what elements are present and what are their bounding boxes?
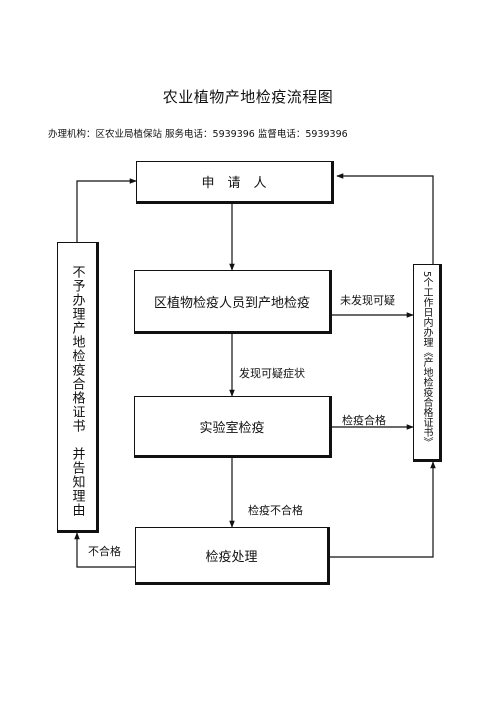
node-issue-certificate: 5个工作日内办理《产地检疫合格证书》 — [413, 264, 442, 462]
arrow-issue-to-apply — [336, 173, 434, 264]
edge-label-failed: 检疫不合格 — [248, 504, 303, 517]
node-reject: 不予办理产地检疫合格证书 并告知理由 — [57, 242, 99, 533]
arrow-reject-to-apply — [76, 178, 137, 242]
contact-info: 办理机构：区农业局植保站 服务电话：5939396 监督电话：5939396 — [48, 129, 348, 140]
node-applicant-label: 申 请 人 — [201, 176, 267, 191]
arrow-handling-to-reject — [74, 532, 135, 568]
edge-label-not-found: 未发现可疑 — [340, 294, 395, 307]
edge-label-passed: 检疫合格 — [342, 414, 386, 427]
diagram-title: 农业植物产地检疫流程图 — [162, 88, 334, 106]
node-handling: 检疫处理 — [135, 527, 330, 585]
node-field-inspection: 区植物检疫人员到产地检疫 — [134, 270, 332, 334]
arrow-handling-to-issue — [330, 461, 436, 558]
node-applicant: 申 请 人 — [136, 161, 334, 204]
edge-label-found-suspicious: 发现可疑症状 — [239, 367, 305, 380]
node-lab-test-label: 实验室检疫 — [199, 420, 265, 436]
node-handling-label: 检疫处理 — [205, 549, 258, 565]
node-reject-label: 不予办理产地检疫合格证书 并告知理由 — [69, 265, 85, 517]
node-issue-certificate-label: 5个工作日内办理《产地检疫合格证书》 — [421, 271, 432, 448]
node-lab-test: 实验室检疫 — [134, 396, 332, 458]
edge-label-unqualified: 不合格 — [88, 545, 121, 558]
node-field-inspection-label: 区植物检疫人员到产地检疫 — [153, 295, 310, 311]
